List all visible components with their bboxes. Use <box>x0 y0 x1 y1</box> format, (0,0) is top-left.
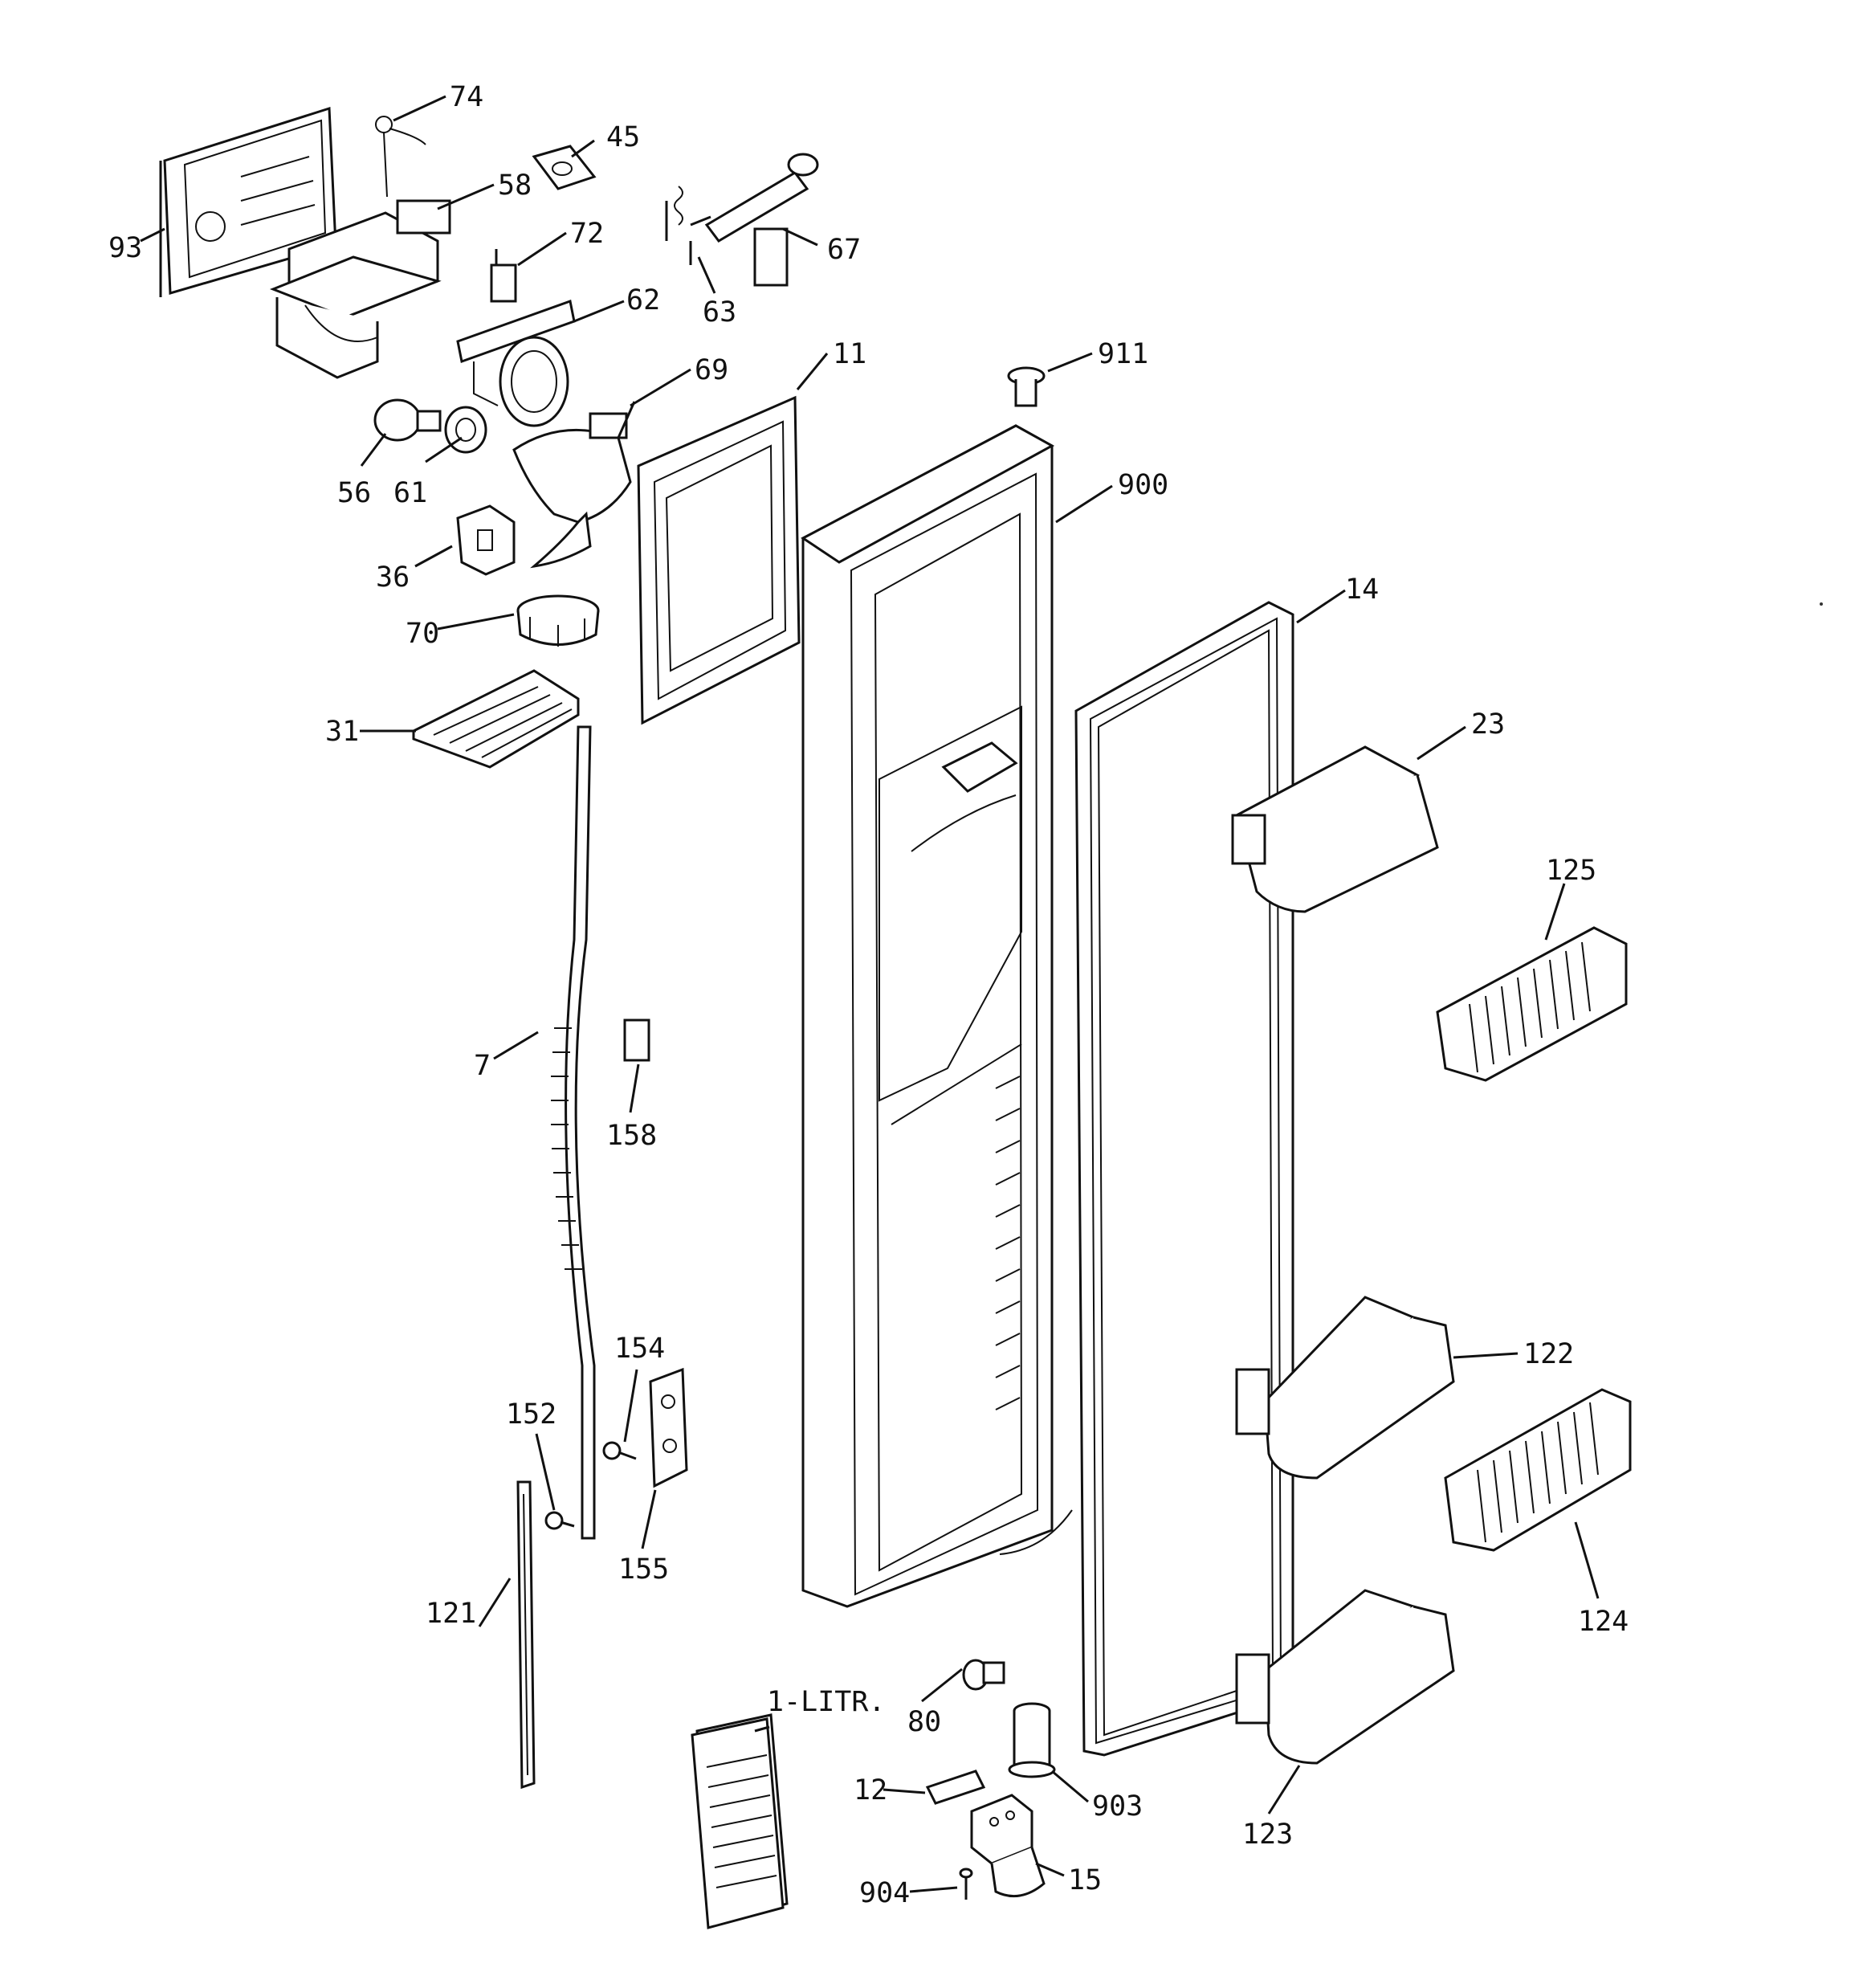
part-label-23: 23 <box>1471 708 1505 741</box>
part-label-124: 124 <box>1578 1606 1629 1638</box>
part-152-drawing <box>544 1511 575 1530</box>
part-36-drawing <box>456 504 516 576</box>
part-label-900: 900 <box>1118 469 1168 501</box>
part-158-drawing <box>623 1018 650 1062</box>
part-label-1litr: 1-LITR. <box>767 1686 886 1718</box>
part-label-69: 69 <box>695 354 728 386</box>
part-label-61: 61 <box>393 477 427 509</box>
part-label-122: 122 <box>1523 1338 1574 1370</box>
part-23-drawing <box>1231 745 1439 913</box>
part-label-80: 80 <box>907 1706 941 1738</box>
part-14-drawing <box>1074 601 1294 1757</box>
stray-dot <box>1820 602 1823 606</box>
part-label-70: 70 <box>406 618 439 650</box>
part-label-74: 74 <box>450 81 483 113</box>
part-154-drawing <box>602 1441 637 1460</box>
part-125-drawing <box>1436 926 1628 1082</box>
part-label-125: 125 <box>1546 855 1596 887</box>
part-56-drawing <box>373 398 442 442</box>
part-label-58: 58 <box>498 169 532 202</box>
part-58-drawing <box>269 199 451 379</box>
part-67-drawing <box>690 153 819 287</box>
booklet-text-lines <box>706 1754 777 1888</box>
part-45-drawing <box>532 145 597 190</box>
part-63-drawing <box>665 186 692 265</box>
part-15-drawing <box>970 1794 1046 1898</box>
part-904-drawing <box>959 1868 973 1900</box>
part-label-63: 63 <box>703 296 736 329</box>
handle-grip-ridges <box>551 1027 582 1270</box>
part-70-drawing <box>516 594 600 647</box>
part-label-14: 14 <box>1345 574 1379 606</box>
part-labels: 74 45 58 93 72 67 63 62 11 911 69 56 61 … <box>108 81 1629 1909</box>
part-label-45: 45 <box>606 121 640 153</box>
part-label-36: 36 <box>376 561 410 594</box>
part-label-154: 154 <box>614 1333 665 1365</box>
part-label-12: 12 <box>854 1774 887 1806</box>
part-label-15: 15 <box>1068 1864 1102 1896</box>
part-label-56: 56 <box>337 477 371 509</box>
part-903-drawing <box>1008 1702 1056 1778</box>
rack-124-wires <box>1477 1402 1599 1543</box>
rack-125-wires <box>1469 941 1591 1073</box>
part-72-drawing <box>490 249 517 303</box>
part-122-drawing <box>1235 1296 1455 1480</box>
part-label-93: 93 <box>108 232 142 264</box>
part-label-904: 904 <box>859 1877 910 1909</box>
part-label-121: 121 <box>426 1598 476 1630</box>
part-11-drawing <box>637 395 801 725</box>
part-label-903: 903 <box>1092 1790 1143 1823</box>
part-69-drawing <box>512 401 636 569</box>
part-label-62: 62 <box>626 284 660 316</box>
part-7-drawing <box>551 725 596 1540</box>
leader-lines <box>140 95 1600 1893</box>
part-label-72: 72 <box>570 218 604 250</box>
part-1litr-drawing <box>691 1713 789 1929</box>
part-label-123: 123 <box>1242 1819 1293 1851</box>
part-label-67: 67 <box>827 234 861 266</box>
part-124-drawing <box>1444 1388 1632 1552</box>
part-label-911: 911 <box>1098 338 1148 370</box>
part-80-drawing <box>962 1659 1005 1691</box>
part-121-drawing <box>516 1480 536 1790</box>
part-label-158: 158 <box>606 1120 657 1152</box>
part-label-155: 155 <box>618 1553 669 1586</box>
part-62-drawing <box>456 300 576 427</box>
part-911-drawing <box>1007 366 1046 407</box>
part-label-152: 152 <box>506 1398 556 1431</box>
part-label-31: 31 <box>325 716 359 748</box>
part-123-drawing <box>1235 1589 1455 1765</box>
part-74-drawing <box>375 116 426 198</box>
part-31-drawing <box>412 669 580 769</box>
part-900-drawing <box>801 424 1073 1608</box>
part-label-7: 7 <box>474 1050 491 1082</box>
part-label-11: 11 <box>833 338 866 370</box>
part-12-drawing <box>925 1770 986 1805</box>
door-liner-ribs <box>995 1076 1021 1410</box>
part-155-drawing <box>649 1367 688 1488</box>
